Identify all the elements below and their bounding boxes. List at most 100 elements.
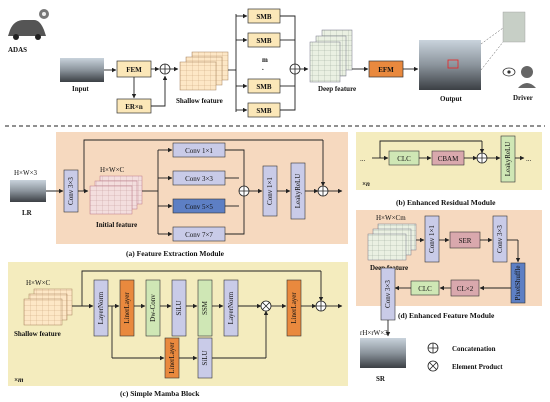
ser-label: SER: [459, 237, 472, 245]
m-label: m: [262, 56, 268, 64]
shallow-label: Shallow feature: [14, 330, 61, 338]
product-legend-label: Element Product: [452, 363, 503, 371]
linerlayer-out-box: [286, 279, 302, 337]
skip-line: [379, 140, 482, 158]
conv3x3-label: Conv 3×3: [67, 177, 75, 205]
initial-dim: H×W×C: [100, 166, 125, 174]
pixelshuffle-box: [510, 262, 526, 304]
lr-photo: [10, 180, 46, 202]
skip-line: [83, 139, 323, 191]
svg-text:Conv 7×7: Conv 7×7: [185, 231, 213, 239]
product-symbol: [260, 300, 272, 312]
sr-photo: [360, 338, 406, 368]
detection-box: [447, 59, 459, 69]
adas-car-icon: [8, 9, 49, 40]
initial-label: Initial feature: [96, 221, 137, 229]
linerlayer-label: LinerLayer: [123, 292, 131, 324]
concat-symbol: [315, 300, 327, 312]
pixelshuffle-label: PixelShuffle: [514, 266, 522, 301]
line: [280, 15, 296, 64]
shallow-feature-stack: [179, 51, 229, 91]
ssm-label: SSM: [201, 300, 209, 315]
sr-label: SR: [376, 375, 386, 383]
adas-label: ADAS: [8, 46, 27, 54]
deep-dim: H×W×Cm: [376, 214, 406, 222]
svg-text:Conv 3×3: Conv 3×3: [185, 175, 213, 183]
xn-label: ×n: [362, 180, 370, 188]
conv1x1-label: Conv 1×1: [266, 177, 274, 205]
sr-output: rH×rW×3 SR: [360, 320, 406, 383]
lr-dim: H×W×3: [14, 169, 38, 177]
conv1x1-branch: Conv 1×1: [172, 142, 226, 158]
deep-feature-stack: [309, 29, 353, 83]
leakyrelu-label: LeakyReLU: [504, 142, 512, 177]
conv5x5-branch: Conv 5×5: [172, 198, 226, 214]
linerlayer-out-label: LinerLayer: [290, 292, 298, 324]
clc-label: CLC: [418, 285, 432, 293]
simple-mamba-block: H×W×C Shallow feature LayerNorm LinerLay…: [8, 262, 348, 398]
svg-text:SMB: SMB: [256, 37, 272, 45]
line: [225, 149, 245, 186]
concat-symbol: [159, 63, 171, 75]
svg-text:SMB: SMB: [256, 107, 272, 115]
line: [280, 74, 296, 111]
silu-branch-label: SiLU: [201, 350, 209, 365]
ef-caption: (d) Enhanced Feature Module: [398, 311, 495, 320]
smb-box: SMB: [247, 78, 281, 94]
concat-symbol: [238, 185, 250, 197]
thumbnail-photo: [502, 11, 526, 43]
concat-legend-label: Concatenation: [452, 345, 496, 353]
concat-symbol: [476, 152, 488, 164]
deep-label: Deep feature: [318, 85, 356, 93]
concat-symbol: [289, 63, 301, 75]
svg-text:SMB: SMB: [256, 13, 272, 21]
skip-line: [81, 270, 321, 306]
silu-box: [171, 279, 187, 337]
shallow-dim: H×W×C: [26, 279, 51, 287]
line: [225, 196, 245, 235]
svg-text:Conv 5×5: Conv 5×5: [185, 203, 213, 211]
conv3x3-label: Conv 3×3: [496, 225, 504, 253]
zoom-line: [480, 27, 504, 45]
arrow: [151, 75, 168, 107]
conv1x1-box: [424, 215, 440, 263]
linerlayer-branch-label: LinerLayer: [168, 342, 176, 374]
enhanced-residual-module: ... CLC CBAM LeakyReLU ... ×n (b) Enhanc…: [356, 132, 542, 207]
fe-caption: (a) Feature Extraction Module: [126, 249, 225, 258]
enhanced-feature-module: H×W×Cm Deep feature Conv 1×1 SER Conv 3×…: [356, 210, 542, 321]
layernorm-label: LayerNorm: [97, 291, 105, 324]
output-label: Output: [440, 95, 462, 103]
svg-text:Conv 1×1: Conv 1×1: [185, 147, 213, 155]
conv3x3-branch: Conv 3×3: [172, 170, 226, 186]
er-label: ER×n: [125, 103, 143, 111]
xm-label: ×m: [14, 376, 24, 384]
dot: .: [262, 64, 264, 72]
efm-label: EFM: [378, 66, 394, 74]
ssm-box: [197, 279, 213, 337]
zoom-line: [480, 41, 504, 71]
silu-label: SiLU: [175, 300, 183, 315]
conv7x7-branch: Conv 7×7: [172, 226, 226, 242]
smb-box: SMB: [247, 8, 281, 24]
er-caption: (b) Enhanced Residual Module: [396, 198, 496, 207]
dwconv-label: Dw-Conv: [149, 294, 157, 322]
initial-feature-stack: [89, 175, 143, 215]
lr-label: LR: [22, 209, 33, 217]
product-legend-icon: [427, 360, 439, 372]
dots-right: ...: [526, 155, 532, 163]
conv1x1-label: Conv 1×1: [428, 225, 436, 253]
leakyrelu-box: [500, 135, 516, 183]
conv3x3-box: [492, 215, 508, 263]
layernorm-box: [93, 279, 109, 337]
svg-text:SMB: SMB: [256, 83, 272, 91]
fem-label: FEM: [126, 66, 142, 74]
clx2-label: CL×2: [457, 285, 474, 293]
driver-icon: [502, 66, 536, 88]
dots-left: ...: [360, 155, 366, 163]
smb-box: SMB: [247, 32, 281, 48]
linerlayer-box: [119, 279, 135, 337]
feature-extraction-module: H×W×3 LR Conv 3×3 H×W×C Initial feature …: [10, 132, 348, 258]
layernorm2-label: LayerNorm: [227, 291, 235, 324]
layernorm2-box: [223, 279, 239, 337]
sr-dim: rH×rW×3: [360, 329, 388, 337]
